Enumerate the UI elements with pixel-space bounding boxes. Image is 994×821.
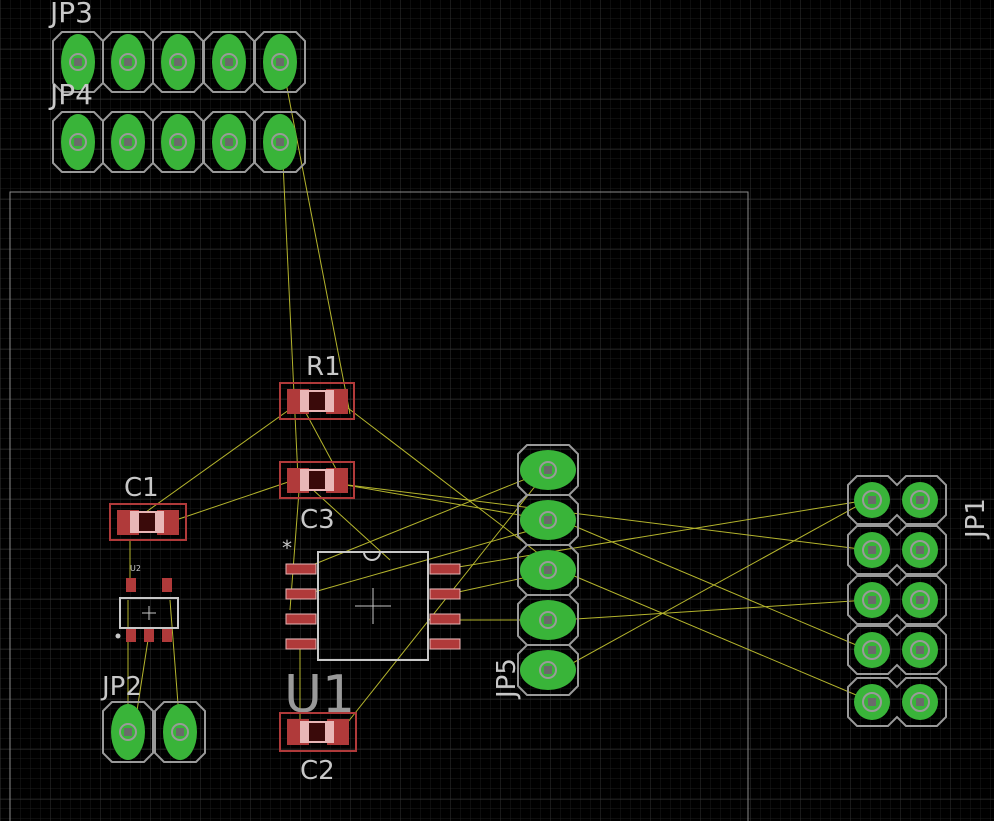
jp4-pad-5 <box>254 111 306 173</box>
jp1-header[interactable]: JP1 <box>847 475 991 727</box>
u1-ic[interactable]: * U1 <box>282 536 461 725</box>
u2-pin-top-2 <box>162 578 172 592</box>
u2-label: U2 <box>130 564 141 573</box>
c1-label: C1 <box>124 473 159 503</box>
jp1-row-outline-2 <box>847 525 947 575</box>
jp5-pads <box>517 444 579 696</box>
jp1-row-outline-5 <box>847 677 947 727</box>
jp3-label: JP3 <box>48 0 93 29</box>
u1-pins-left <box>285 563 317 650</box>
jp4-header[interactable]: JP4 <box>48 78 306 173</box>
jp4-label: JP4 <box>48 78 93 111</box>
jp4-pads <box>52 111 306 173</box>
jp3-pad-5 <box>254 31 306 93</box>
jp1-pad-8 <box>902 632 938 668</box>
jp5-label: JP5 <box>492 658 522 700</box>
u1-label: U1 <box>284 665 355 725</box>
jp5-header[interactable]: JP5 <box>492 444 579 700</box>
jp5-pad-2 <box>517 494 579 546</box>
jp1-pad-4 <box>902 532 938 568</box>
u1-origin-cross <box>355 588 391 624</box>
jp3-header[interactable]: JP3 <box>48 0 306 93</box>
u2-pin-bot-3 <box>162 628 172 642</box>
jp1-row-outline-4 <box>847 625 947 675</box>
jp4-pad-2 <box>102 111 154 173</box>
u1-body <box>317 551 429 661</box>
jp1-row-outline-1 <box>847 475 947 525</box>
jp1-pad-3 <box>854 532 890 568</box>
jp5-pad-4 <box>517 594 579 646</box>
r1-outline <box>279 382 355 420</box>
c3-body-dark <box>309 471 325 489</box>
jp1-pad-7 <box>854 632 890 668</box>
jp4-pad-3 <box>152 111 204 173</box>
c2-outline <box>279 712 357 752</box>
u2-regulator[interactable]: U2 <box>115 564 179 642</box>
u2-pin1-dot <box>115 633 121 639</box>
jp1-pads <box>847 475 947 727</box>
c1-outline <box>109 503 187 541</box>
jp1-pad-1 <box>854 482 890 518</box>
c1-capacitor[interactable]: C1 <box>109 473 187 541</box>
c3-capacitor[interactable]: C3 <box>279 461 355 535</box>
jp2-header[interactable]: JP2 <box>100 672 206 763</box>
c3-label: C3 <box>300 505 335 535</box>
u1-notch <box>363 551 381 561</box>
u2-body <box>119 597 179 629</box>
jp5-pad-3 <box>517 544 579 596</box>
r1-body-dark <box>309 392 325 410</box>
jp1-pad-2 <box>902 482 938 518</box>
jp1-pad-5 <box>854 582 890 618</box>
c2-capacitor[interactable]: C2 <box>279 712 357 786</box>
jp1-label: JP1 <box>961 498 991 540</box>
jp2-pad-2 <box>154 701 206 763</box>
c2-body-dark <box>309 723 325 741</box>
u2-origin-cross <box>142 606 156 620</box>
jp5-pad-5 <box>517 644 579 696</box>
jp2-label: JP2 <box>100 672 142 702</box>
jp2-pad-1 <box>102 701 154 763</box>
jp5-pad-1 <box>517 444 579 496</box>
jp1-pad-9 <box>854 684 890 720</box>
jp2-pads <box>102 701 206 763</box>
c1-body-dark <box>139 513 155 531</box>
airwires <box>127 61 869 733</box>
jp1-row-outline-3 <box>847 575 947 625</box>
r1-resistor[interactable]: R1 <box>279 352 355 420</box>
u2-pin-bot-1 <box>126 628 136 642</box>
c3-outline <box>279 461 355 499</box>
u1-pin1-marker: * <box>282 536 292 560</box>
u2-pin-bot-2 <box>144 628 154 642</box>
c2-label: C2 <box>300 756 335 786</box>
u2-pin-top-1 <box>126 578 136 592</box>
u1-pins-right <box>429 563 461 650</box>
jp3-pads <box>52 31 306 93</box>
jp1-pad-10 <box>902 684 938 720</box>
board-outline <box>9 191 749 821</box>
r1-label: R1 <box>306 352 341 382</box>
jp1-pad-6 <box>902 582 938 618</box>
